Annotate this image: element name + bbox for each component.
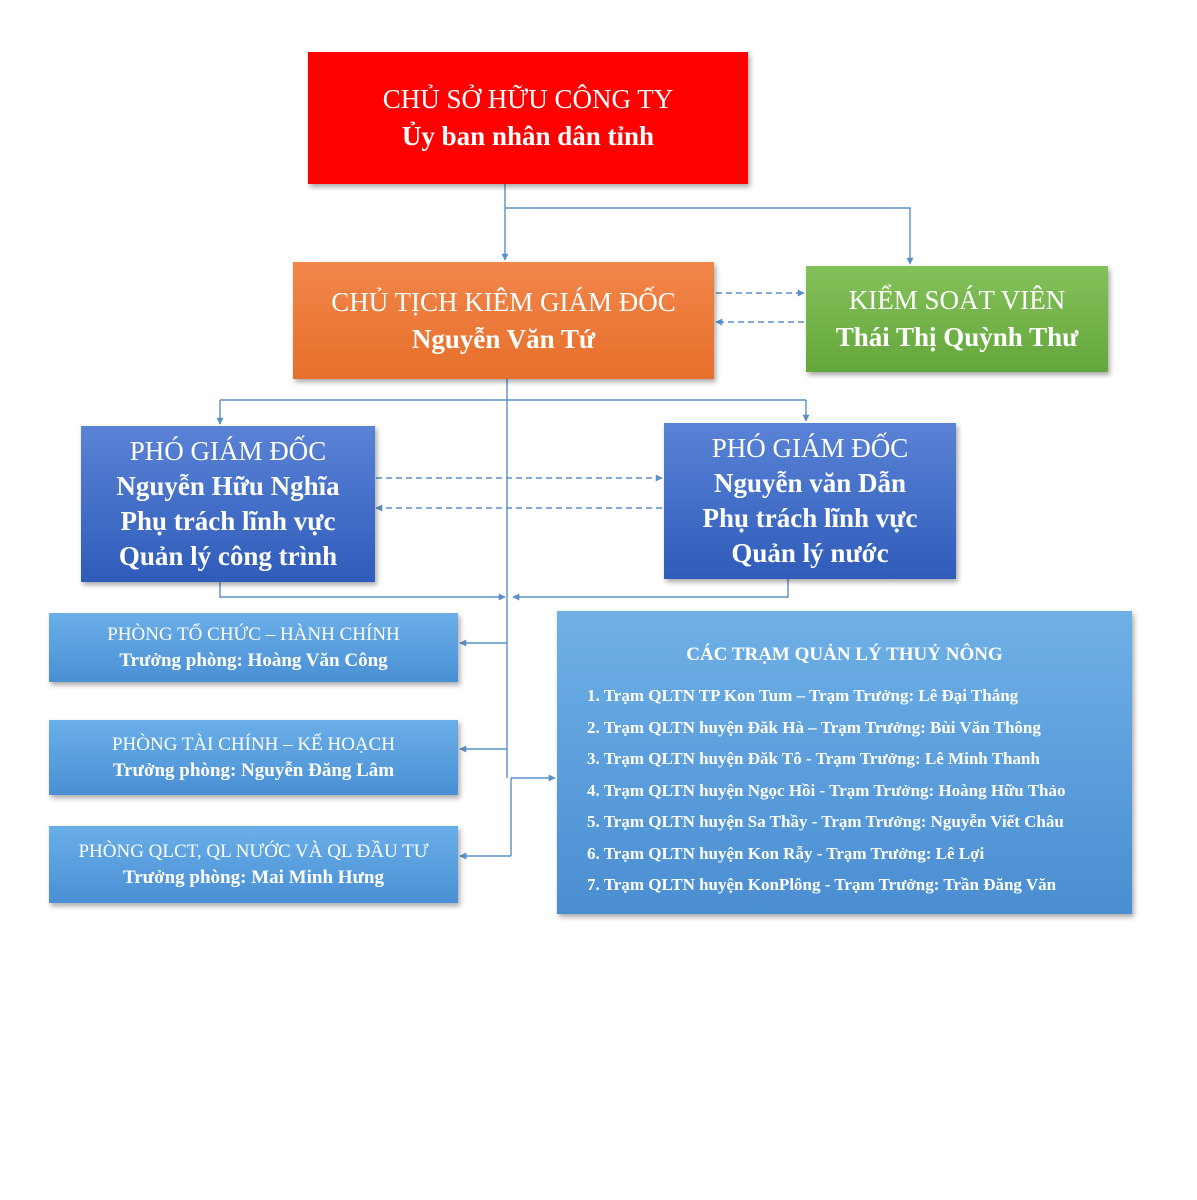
connector-vp1-down <box>219 582 506 601</box>
chairman-box: CHỦ TỊCH KIÊM GIÁM ĐỐC Nguyễn Văn Tứ <box>293 262 714 379</box>
station-item: 5. Trạm QLTN huyện Sa Thầy - Trạm Trưởng… <box>587 812 1064 831</box>
chairman-name: Nguyễn Văn Tứ <box>411 323 596 354</box>
department-title: PHÒNG TỔ CHỨC – HÀNH CHÍNH <box>107 623 400 645</box>
station-item: 4. Trạm QLTN huyện Ngọc Hồi - Trạm Trưởn… <box>587 780 1066 800</box>
department-title: PHÒNG QLCT, QL NƯỚC VÀ QL ĐẦU TƯ <box>78 840 429 862</box>
station-item: 3. Trạm QLTN huyện Đăk Tô - Trạm Trưởng:… <box>587 749 1040 768</box>
controller-box: KIỂM SOÁT VIÊN Thái Thị Quỳnh Thư <box>806 266 1108 372</box>
department-head: Trưởng phòng: Nguyễn Đăng Lâm <box>112 759 395 781</box>
vice-director-name: Nguyễn văn Dẫn <box>713 468 907 498</box>
station-item: 7. Trạm QLTN huyện KonPlông - Trạm Trưởn… <box>587 875 1057 894</box>
vice-director-area: Quản lý nước <box>731 538 889 568</box>
connector-owner-controller <box>505 207 914 265</box>
vice-director-title: PHÓ GIÁM ĐỐC <box>129 436 327 466</box>
department-box: PHÒNG TỔ CHỨC – HÀNH CHÍNH Trưởng phòng:… <box>49 613 458 682</box>
connector-vp2-down <box>512 579 789 601</box>
station-item: 6. Trạm QLTN huyện Kon Rẫy - Trạm Trưởng… <box>587 843 985 863</box>
department-head: Trưởng phòng: Hoàng Văn Công <box>119 649 388 671</box>
vice-director-box: PHÓ GIÁM ĐỐC Nguyễn văn Dẫn Phụ trách lĩ… <box>664 423 956 579</box>
vice-director-area: Quản lý công trình <box>118 541 338 571</box>
department-box: PHÒNG TÀI CHÍNH – KẾ HOẠCH Trưởng phòng:… <box>49 720 458 795</box>
connector-main-trunk <box>506 379 512 856</box>
station-item: 1. Trạm QLTN TP Kon Tum – Trạm Trưởng: L… <box>587 686 1019 705</box>
chairman-title: CHỦ TỊCH KIÊM GIÁM ĐỐC <box>331 286 676 317</box>
stations-box: CÁC TRẠM QUẢN LÝ THUỶ NÔNG 1. Trạm QLTN … <box>557 611 1132 914</box>
department-title: PHÒNG TÀI CHÍNH – KẾ HOẠCH <box>111 733 396 755</box>
vice-director-role: Phụ trách lĩnh vực <box>120 506 336 536</box>
vice-director-box: PHÓ GIÁM ĐỐC Nguyễn Hữu Nghĩa Phụ trách … <box>81 426 375 582</box>
owner-title: CHỦ SỞ HỮU CÔNG TY <box>382 84 674 114</box>
department-head: Trưởng phòng: Mai Minh Hưng <box>122 866 385 888</box>
stations-title: CÁC TRẠM QUẢN LÝ THUỶ NÔNG <box>686 644 1003 665</box>
vice-director-name: Nguyễn Hữu Nghĩa <box>116 471 340 501</box>
station-item: 2. Trạm QLTN huyện Đăk Hà – Trạm Trưởng:… <box>587 717 1041 737</box>
department-box: PHÒNG QLCT, QL NƯỚC VÀ QL ĐẦU TƯ Trưởng … <box>49 826 458 903</box>
vice-director-role: Phụ trách lĩnh vực <box>702 503 918 533</box>
stations-list: 1. Trạm QLTN TP Kon Tum – Trạm Trưởng: L… <box>557 680 1066 901</box>
controller-name: Thái Thị Quỳnh Thư <box>835 322 1079 352</box>
owner-name: Ủy ban nhân dân tỉnh <box>401 121 655 151</box>
vice-director-title: PHÓ GIÁM ĐỐC <box>711 433 909 463</box>
controller-title: KIỂM SOÁT VIÊN <box>848 285 1066 315</box>
owner-box: CHỦ SỞ HỮU CÔNG TY Ủy ban nhân dân tỉnh <box>308 52 748 184</box>
